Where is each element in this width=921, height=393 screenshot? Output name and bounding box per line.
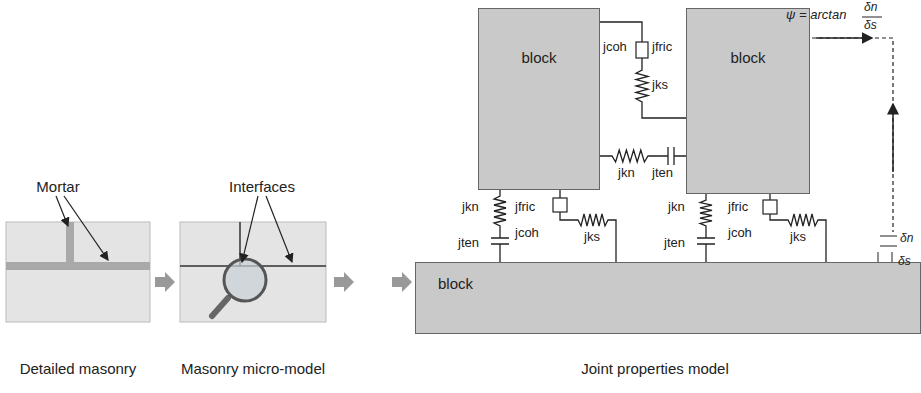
- joint-label: jks: [652, 78, 668, 93]
- joint-label: jfric: [515, 200, 535, 215]
- block-box: block: [415, 262, 921, 334]
- block-box: block: [478, 8, 600, 190]
- joint-label: jfric: [728, 200, 748, 215]
- joint-label: δs: [898, 255, 911, 269]
- joint-label: jfric: [652, 40, 672, 55]
- caption-label: Joint properties model: [581, 360, 729, 377]
- joint-connector: [770, 194, 826, 262]
- joint-label: δn: [864, 1, 877, 15]
- caption-label: Masonry micro-model: [181, 360, 325, 377]
- joint-label: jkn: [462, 200, 479, 215]
- joint-label: jten: [652, 166, 673, 181]
- joint-label: jks: [790, 230, 806, 245]
- joint-connector: [491, 190, 509, 262]
- joint-label: δs: [864, 19, 877, 33]
- joint-connector: [600, 147, 686, 165]
- joint-connector: [600, 22, 686, 118]
- joint-label: jkn: [668, 200, 685, 215]
- caption-label: Interfaces: [229, 178, 295, 195]
- flow-arrows: [155, 272, 412, 292]
- caption-label: Detailed masonry: [20, 360, 137, 377]
- block-label: block: [693, 49, 803, 66]
- block-box: block: [686, 8, 810, 194]
- joint-connector: [697, 194, 715, 262]
- joint-label: δn: [900, 232, 913, 246]
- joint-label: jten: [664, 236, 685, 251]
- block-label: block: [438, 275, 898, 292]
- caption-label: Mortar: [36, 178, 79, 195]
- leader-arrows: [56, 196, 292, 262]
- block-label: block: [485, 49, 593, 66]
- joint-label: jkn: [618, 166, 635, 181]
- joint-label: jcoh: [515, 226, 539, 241]
- joint-label: jten: [458, 236, 479, 251]
- joint-connector: [560, 190, 616, 262]
- joint-label: jks: [584, 230, 600, 245]
- micro-model: [180, 222, 326, 322]
- joint-label: jcoh: [728, 226, 752, 241]
- joint-label: ψ = arctan: [786, 8, 846, 23]
- detailed-masonry: [6, 222, 150, 322]
- joint-label: jcoh: [603, 40, 627, 55]
- kinematics: [812, 17, 897, 266]
